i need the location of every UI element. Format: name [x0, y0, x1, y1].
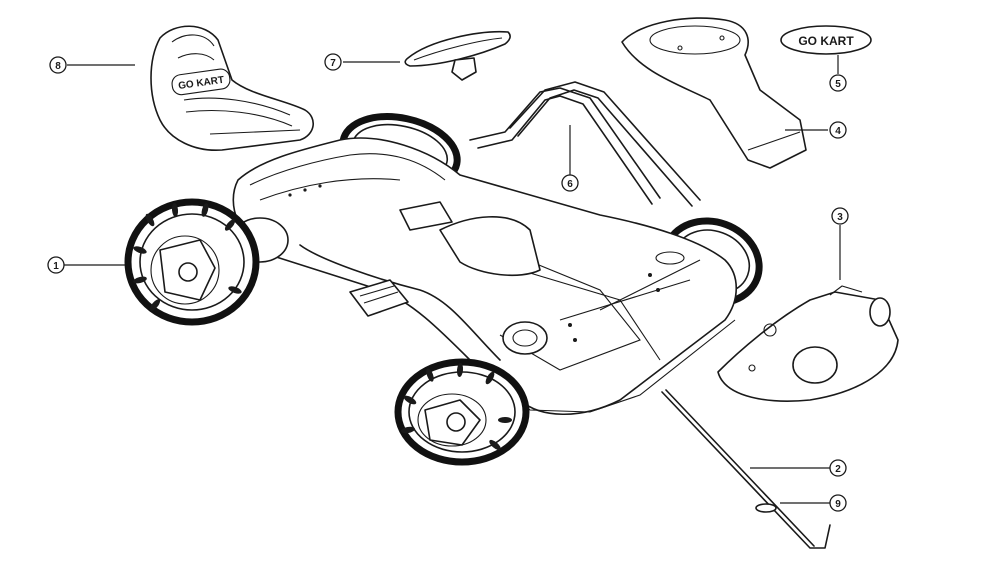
chassis-body	[232, 137, 737, 415]
callout-9: 9	[829, 494, 847, 512]
callout-2: 2	[829, 459, 847, 477]
front-right-wheel	[394, 358, 530, 466]
svg-text:9: 9	[835, 499, 841, 510]
svg-text:8: 8	[55, 61, 61, 72]
seat-part: GO KART	[150, 25, 314, 151]
axle-rod-part	[661, 389, 831, 549]
side-panel-part	[717, 285, 899, 402]
badge-part: GO KART	[780, 25, 872, 55]
callout-5: 5	[829, 74, 847, 92]
svg-text:7: 7	[330, 58, 336, 69]
callout-8: 8	[49, 56, 67, 74]
svg-text:6: 6	[567, 179, 573, 190]
front-left-wheel	[124, 198, 289, 326]
callouts: 8 7 5 4 6 3 1 2	[47, 53, 849, 512]
front-panel-part	[621, 17, 807, 169]
svg-text:2: 2	[835, 464, 841, 475]
callout-7: 7	[324, 53, 342, 71]
callout-1: 1	[47, 256, 65, 274]
steering-wheel-part	[404, 30, 511, 81]
pedal-part	[349, 279, 409, 317]
callout-3: 3	[831, 207, 849, 225]
svg-text:1: 1	[53, 261, 59, 272]
callout-6: 6	[561, 174, 579, 192]
svg-text:5: 5	[835, 79, 841, 90]
svg-text:4: 4	[835, 126, 841, 137]
svg-text:3: 3	[837, 212, 843, 223]
callout-4: 4	[829, 121, 847, 139]
handle-bar-part	[469, 81, 701, 207]
badge-logo-text: GO KART	[798, 34, 854, 48]
